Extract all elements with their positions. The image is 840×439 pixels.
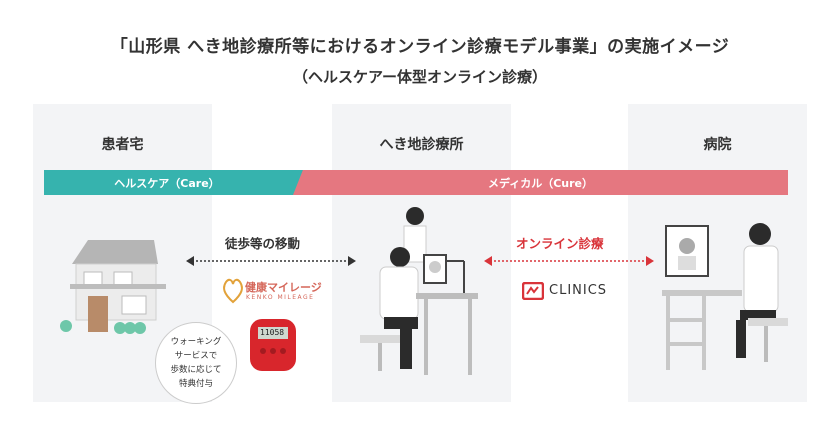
house-illustration [60,240,166,334]
clinic-scene-illustration [360,207,478,375]
pedometer-value: 11058 [260,328,285,337]
bubble-line-2: サービスで [174,351,218,361]
bubble-line-4: 特典付与 [178,379,213,389]
clinics-logo-icon [522,282,544,300]
hospital-heading: 病院 [703,137,732,153]
heart-logo-icon [223,278,243,304]
pedometer-icon [250,319,296,371]
walk-label: 徒歩等の移動 [225,236,301,251]
clinics-logo: CLINICS [549,283,608,298]
walking-service-bubble: ウォーキング サービスで 歩数に応じて 特典付与 [155,322,237,404]
clinic-heading: へき地診療所 [379,137,464,153]
care-bar: ヘルスケア（Care） [44,170,304,195]
bubble-line-3: 歩数に応じて [170,365,222,375]
home-heading: 患者宅 [101,137,144,153]
kenko-mileage-en: KENKO MILEAGE [246,294,315,301]
online-arrow [484,256,654,266]
bubble-line-1: ウォーキング [170,337,222,347]
cure-bar: メディカル（Cure） [293,170,788,195]
page-title: 「山形県 へき地診療所等におけるオンライン診療モデル事業」の実施イメージ [110,37,730,57]
kenko-mileage-logo: 健康マイレージ [245,281,322,294]
page-subtitle: （ヘルスケアー体型オンライン診療） [292,68,548,86]
walk-arrow [186,256,356,266]
hospital-scene-illustration [662,223,788,370]
online-label: オンライン診療 [516,236,604,251]
